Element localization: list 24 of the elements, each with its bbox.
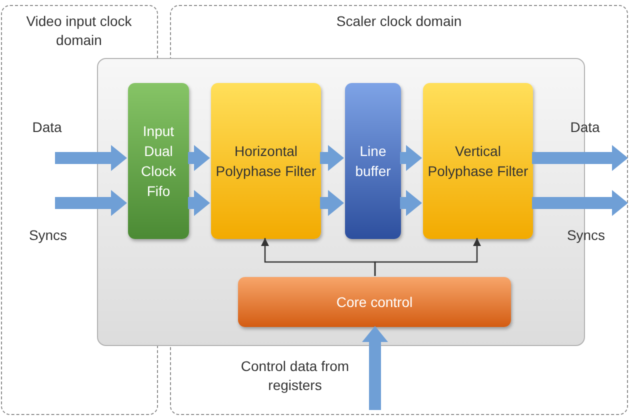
data-flow-arrow [400, 145, 422, 171]
signal-label: Syncs [566, 226, 606, 245]
data-flow-arrow [55, 145, 127, 171]
data-flow-arrow [320, 190, 344, 216]
signal-label: Syncs [28, 226, 68, 245]
buffer-block: Line buffer [345, 83, 401, 239]
filter-block: Horizontal Polyphase Filter [211, 83, 321, 239]
domain-title: Video input clock domain [25, 12, 133, 50]
data-flow-arrow [362, 326, 388, 410]
input-label: Control data from registers [240, 357, 350, 395]
signal-label: Data [31, 118, 63, 137]
fifo-block: Input Dual Clock Fifo [128, 83, 189, 239]
data-flow-arrow [188, 190, 210, 216]
data-flow-arrow [320, 145, 344, 171]
data-flow-arrow [400, 190, 422, 216]
domain-title: Scaler clock domain [335, 12, 463, 31]
data-flow-arrow [188, 145, 210, 171]
data-flow-arrow [532, 145, 628, 171]
data-flow-arrow [55, 190, 127, 216]
signal-label: Data [569, 118, 601, 137]
data-flow-arrow [532, 190, 628, 216]
filter-block: Vertical Polyphase Filter [423, 83, 533, 239]
control-arrow [374, 238, 481, 276]
control-block: Core control [238, 277, 511, 327]
